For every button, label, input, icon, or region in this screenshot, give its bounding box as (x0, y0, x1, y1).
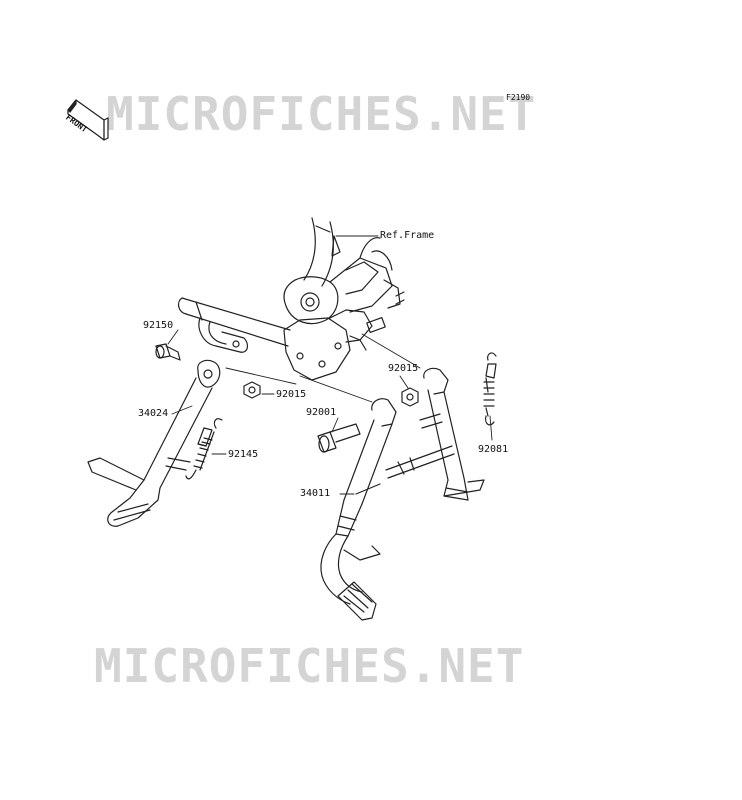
side-stand-bracket (177, 297, 291, 353)
center-stand-34011 (320, 367, 485, 621)
label-92145: 92145 (228, 449, 259, 460)
label-92150: 92150 (143, 320, 174, 331)
label-34024: 34024 (138, 408, 169, 419)
label-34011: 34011 (300, 488, 331, 499)
label-ref-frame: Ref.Frame (380, 230, 435, 241)
nut-92015-left (243, 381, 261, 399)
label-92001: 92001 (306, 407, 337, 418)
label-92015-right: 92015 (388, 363, 419, 374)
figure-code: F2190 (506, 93, 531, 102)
watermark-top: MICROFICHES.NET (106, 87, 537, 141)
side-stand-34024 (87, 359, 221, 527)
spring-92145 (185, 418, 223, 480)
bolt-92001 (317, 423, 361, 453)
nut-92015-right (401, 387, 419, 407)
front-arrow-icon (67, 99, 109, 141)
bolt-92150 (155, 343, 181, 361)
spring-92081 (483, 352, 497, 426)
label-92081: 92081 (478, 444, 509, 455)
leader-lines (167, 235, 493, 495)
frame-outline (283, 217, 405, 381)
watermark-bottom: MICROFICHES.NET (94, 639, 525, 693)
label-92015-left: 92015 (276, 389, 307, 400)
